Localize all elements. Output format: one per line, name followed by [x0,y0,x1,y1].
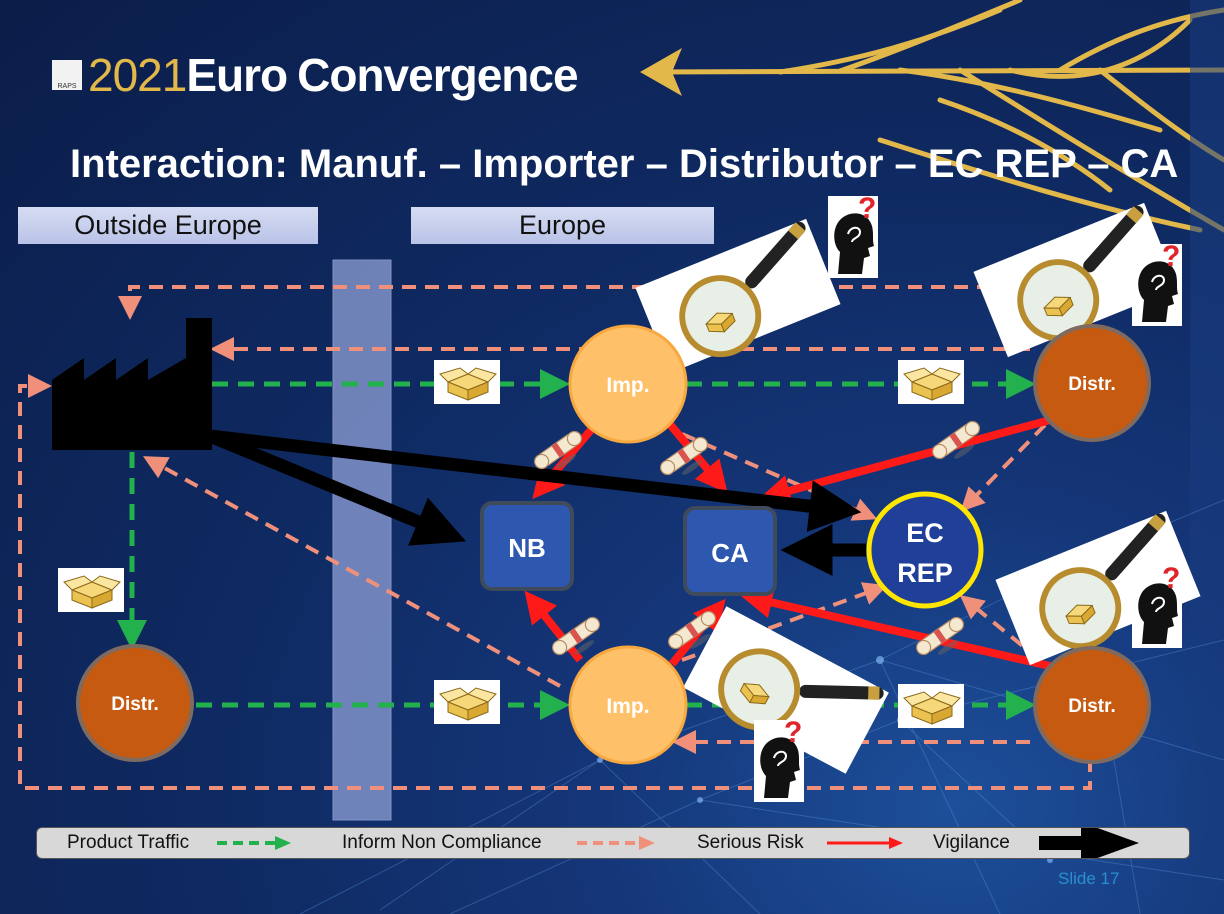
node-distributor-left: Distr. [76,644,194,762]
inform-path-top-outer [118,285,1092,326]
legend-swatches [217,828,1139,858]
question-head-icon [1131,561,1183,649]
border-barrier [332,259,392,821]
vigilance-manuf-to-nb [197,425,467,546]
node-label: Distr. [1068,374,1116,395]
scroll-icon [929,418,989,471]
package-icon [433,679,501,725]
node-label: Distr. [1068,696,1116,717]
question-head-icon [753,715,805,803]
raps-logo: RAPS [52,60,82,90]
gold-arrowhead [640,48,682,96]
slide-title: Interaction: Manuf. – Importer – Distrib… [70,142,1179,186]
scroll-icon [913,614,973,667]
package-icon [57,567,125,613]
factory-icon [52,318,212,450]
node-notified-body: NB [480,501,574,591]
conference-logo: RAPS 2021 Euro Convergence [52,48,579,102]
region-europe: Europe [411,207,714,244]
slide-number: Slide 17 [1058,869,1120,888]
question-head-icon [827,191,879,279]
node-distributor-right: Distr. [1033,646,1151,764]
gold-branch-decoration [647,0,1224,233]
package-icon [897,359,965,405]
node-distributor-top: Distr. [1033,324,1151,442]
node-label: Imp. [606,695,649,718]
node-label: Distr. [111,694,159,715]
legend-serious-risk: Serious Risk [697,832,804,853]
node-competent-authority: CA [683,506,777,596]
logo-euro: Euro [186,49,288,101]
question-head-icon [1131,239,1183,327]
legend-vigilance: Vigilance [933,832,1010,853]
node-label: CA [711,538,749,568]
logo-convergence: Convergence [297,49,578,101]
inform-path-imp-to-manuf [142,456,561,688]
inform-path-distr-to-ecrep [960,423,1047,512]
node-label: EC [906,518,944,548]
legend: Product Traffic Inform Non Compliance Se… [36,827,1190,859]
legend-black-swatch [1039,836,1083,850]
region-outside-europe: Outside Europe [18,207,318,244]
package-icon [897,683,965,729]
node-importer-bottom: Imp. [568,645,688,765]
package-icon [433,359,501,405]
vigilance-lines [197,425,866,576]
risk-imp-to-nb-low [524,590,584,663]
risk-distr-to-ca [758,416,1052,507]
node-label: Imp. [606,374,649,397]
node-label: REP [897,558,953,588]
vigilance-manuf-to-ecrep [209,429,862,533]
logo-year: 2021 [88,49,187,101]
legend-product-traffic: Product Traffic [67,832,190,853]
node-importer-top: Imp. [568,324,688,444]
legend-inform-non-compliance: Inform Non Compliance [342,832,542,853]
node-label: NB [508,533,546,563]
risk-distr-to-ca-low [740,586,1051,670]
inform-path-distr-to-ecrep-low [959,594,1042,662]
node-ec-rep: EC REP [866,491,984,609]
